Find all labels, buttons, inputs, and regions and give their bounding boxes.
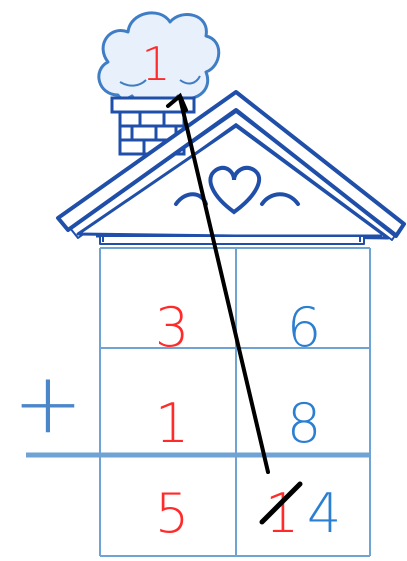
- tens-bottom-digit: 1: [155, 392, 189, 455]
- house-icon: [56, 90, 406, 245]
- plus-sign: +: [13, 354, 83, 452]
- ones-result-digit: 4: [307, 482, 341, 545]
- carry-arrow: [166, 92, 270, 474]
- tens-top-digit: 3: [155, 296, 189, 359]
- ones-bottom-digit: 8: [287, 392, 321, 455]
- strike-through-mark: [259, 481, 303, 525]
- ones-top-digit: 6: [287, 296, 321, 359]
- tens-result-digit: 5: [155, 482, 189, 545]
- carry-digit: 1: [141, 37, 170, 91]
